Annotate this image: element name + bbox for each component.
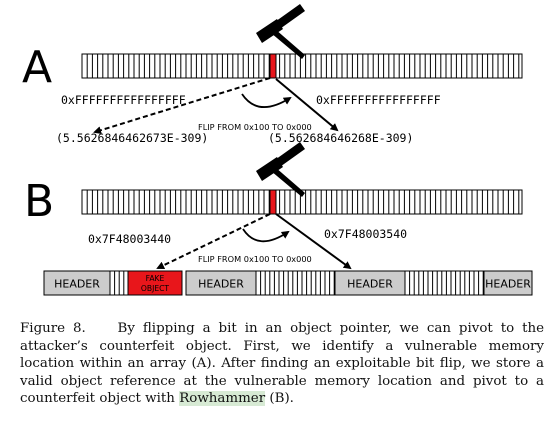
hammer-icon [256,142,305,197]
panel-a-dashed-pointer [93,77,271,135]
object-row: HEADER FAKE OBJECT HEADER HEADER HEADER [43,270,533,296]
fake-object-box [127,270,183,296]
caption-label: Figure 8. [20,321,86,336]
panel-b-dashed-pointer [156,213,271,269]
header-label: HEADER [485,278,531,291]
panel-b-left-addr: 0x7F48003440 [88,232,171,246]
panel-a-letter: A [22,42,52,93]
caption-highlight: Rowhammer [179,391,266,407]
caption-text: By flipping a bit in an object pointer, … [20,321,544,407]
header-label: HEADER [54,278,100,291]
panel-b: B 0x7F48003440 0x7F48003540 FLIP FROM 0x… [24,142,533,296]
panel-b-flip-text: FLIP FROM 0x100 TO 0x000 [198,254,312,264]
header-box [185,270,257,296]
header-label: HEADER [347,278,393,291]
hammer-icon [256,4,305,59]
panel-a-flip-text: FLIP FROM 0x100 TO 0x000 [198,122,312,132]
panel-b-solid-pointer [275,213,352,270]
header-box [43,270,111,296]
panel-a-flip-arc [241,93,292,108]
panel-a-solid-pointer [275,78,339,132]
flipped-bit-cell [269,53,277,79]
panel-a-right-addr: 0xFFFFFFFFFFFFFFFF [316,93,441,107]
panel-a-left-addr: 0xFFFFFFFFFFFFFFFF [61,93,186,107]
panel-a: A 0xFFFFFFFFFFFFFFFF 0xFFFFFFFFFFFFFFFF … [22,4,523,145]
figure-caption: Figure 8. By flipping a bit in an object… [20,320,544,408]
diagram: A 0xFFFFFFFFFFFFFFFF 0xFFFFFFFFFFFFFFFF … [22,4,533,296]
panel-b-right-addr: 0x7F48003540 [324,227,407,241]
object-field-strip [255,270,336,296]
header-box [483,270,533,296]
panel-a-left-double: (5.5626846462673E-309) [56,131,208,145]
caption-text-end: (B). [269,391,294,407]
object-field-strip [404,270,485,296]
header-label: HEADER [198,278,244,291]
panel-b-letter: B [24,176,54,227]
header-box [334,270,406,296]
flipped-bit-cell [269,189,277,215]
panel-b-flip-arc [242,228,290,243]
fake-object-label-1: FAKE [146,274,165,283]
fake-object-label-2: OBJECT [141,284,170,293]
panel-a-right-double: (5.562684646268E-309) [268,131,413,145]
